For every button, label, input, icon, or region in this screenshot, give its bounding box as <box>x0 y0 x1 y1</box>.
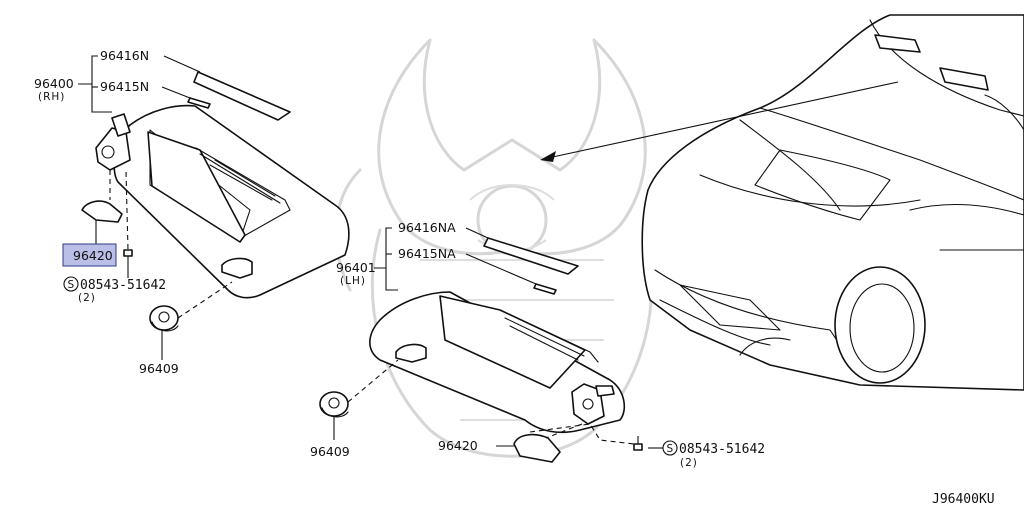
rh-assembly-label: 96400 <box>34 76 74 91</box>
rh-strip-lower-label: 96415N <box>100 79 149 94</box>
rh-side-label: (RH) <box>38 91 65 103</box>
lh-bracket-part <box>319 391 349 418</box>
rh-bracket-part <box>149 305 179 332</box>
rh-screw-s-letter: S <box>68 279 76 291</box>
lh-sun-visor <box>369 291 626 434</box>
rh-leader-lines <box>78 55 201 244</box>
lh-dash-holder-screw <box>529 423 635 445</box>
rh-screw-s-symbol <box>63 276 79 292</box>
lh-leader-lines <box>333 227 664 449</box>
rh-strip-upper-label: 96416N <box>100 48 149 63</box>
car-outline <box>641 14 1024 391</box>
lh-screw-label: 08543-51642 <box>679 442 765 457</box>
lh-holder-part <box>513 433 561 463</box>
rh-holder-label[interactable]: 96420 <box>73 248 113 263</box>
lh-holder-label: 96420 <box>438 438 478 453</box>
location-arrow <box>540 81 899 162</box>
lh-screw-part <box>633 436 643 451</box>
rh-holder-highlight[interactable] <box>62 243 117 267</box>
lh-trim-strips <box>483 237 579 295</box>
rh-screw-label: 08543-51642 <box>80 278 166 293</box>
lh-strip-lower-label: 96415NA <box>398 246 456 261</box>
lh-screw-s-letter: S <box>667 443 675 455</box>
rh-bracket-label: 96409 <box>139 361 179 376</box>
lh-strip-upper-label: 96416NA <box>398 220 456 235</box>
rh-sun-visor <box>95 104 350 299</box>
rh-trim-strips <box>187 71 291 121</box>
diagram-code: J96400KU <box>932 492 995 507</box>
rh-holder-part <box>81 200 123 223</box>
rh-screw-qty: (2) <box>78 292 96 304</box>
lh-bracket-label: 96409 <box>310 444 350 459</box>
lh-assembly-label: 96401 <box>336 260 376 275</box>
rh-dash-bracket <box>177 281 233 319</box>
lh-screw-qty: (2) <box>680 457 698 469</box>
lh-dash-bracket <box>347 359 399 403</box>
lh-side-label: (LH) <box>340 275 366 287</box>
rh-dash-screw <box>125 171 129 251</box>
lh-screw-s-symbol <box>662 440 678 456</box>
rh-screw-part <box>123 249 133 266</box>
lh-dash-holder <box>545 423 583 439</box>
